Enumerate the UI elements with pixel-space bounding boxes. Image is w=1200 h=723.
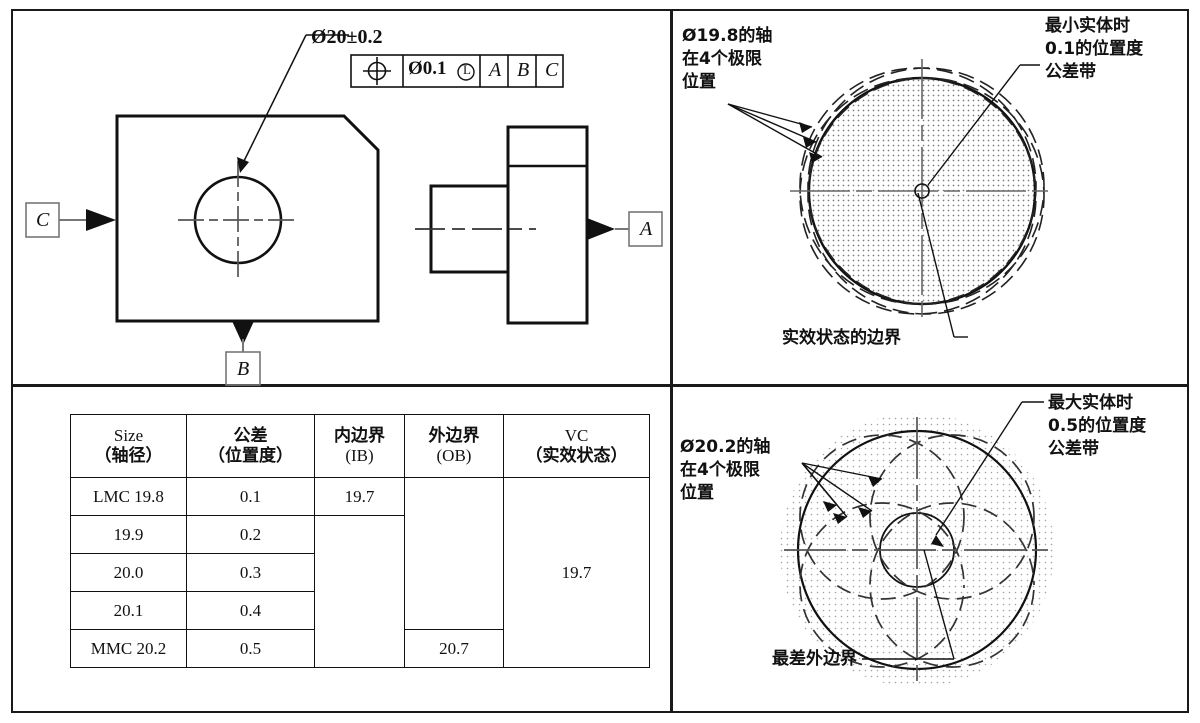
- lmc-right-note-line2: 0.1的位置度: [1045, 39, 1144, 59]
- front-view-outline: [115, 114, 380, 323]
- tolerance-zone-leader: [935, 401, 1023, 536]
- col-header-ob: 外边界 (OB): [404, 414, 504, 478]
- horizontal-divider: [11, 384, 1189, 387]
- fcf-datum-b: B: [517, 59, 530, 81]
- position-symbol-icon: [363, 57, 391, 85]
- col-header-ib: 内边界 (IB): [314, 414, 405, 478]
- boundary-values-table: Size （轴径） 公差 （位置度） 内边界 (IB) 外边界 (OB): [70, 414, 650, 668]
- col-header-vc: VC （实效状态）: [503, 414, 650, 478]
- cell-size: 20.0: [70, 553, 187, 592]
- col-header-vc-line2: （实效状态）: [525, 446, 628, 466]
- side-view-plate: [506, 125, 589, 325]
- extreme-position-shaft-3: [799, 502, 965, 668]
- col-header-ob-line2: (OB): [436, 446, 472, 465]
- mmc-left-note-line3: 位置: [680, 483, 714, 503]
- mmc-right-note-line1: 最大实体时: [1048, 393, 1133, 413]
- fcf-tolerance-value: Ø0.1: [408, 58, 447, 79]
- cell-tolerance: 0.5: [186, 629, 315, 668]
- virtual-condition-note: 实效状态的边界: [782, 328, 901, 348]
- mmc-right-note-line2: 0.5的位置度: [1048, 416, 1147, 436]
- datum-a-label: A: [640, 218, 653, 240]
- lmc-right-note-line1: 最小实体时: [1045, 16, 1130, 36]
- extreme-position-shaft-2: [807, 67, 1045, 305]
- cell-tolerance: 0.3: [186, 553, 315, 592]
- fcf-datum-c: C: [545, 59, 559, 81]
- col-header-tolerance-line1: 公差: [233, 425, 268, 446]
- datum-b-symbol: [225, 321, 261, 386]
- cell-ib: 19.7: [314, 477, 405, 516]
- virtual-condition-leader: [917, 192, 955, 338]
- extreme-position-shaft-1: [799, 434, 965, 600]
- lmc-left-note-line2: 在4个极限: [682, 49, 762, 69]
- fcf-material-modifier: L: [463, 62, 471, 77]
- outer-border: [11, 9, 1189, 713]
- lmc-left-note-line3: 位置: [682, 72, 716, 92]
- extreme-position-shaft-4: [869, 502, 1035, 668]
- datum-c-symbol: [25, 202, 116, 238]
- extreme-position-shaft-2: [869, 434, 1035, 600]
- cell-size: MMC 20.2: [70, 629, 187, 668]
- col-header-tolerance-line2: （位置度）: [208, 446, 293, 466]
- table-header-row: Size （轴径） 公差 （位置度） 内边界 (IB) 外边界 (OB): [70, 414, 650, 478]
- vertical-divider: [670, 9, 673, 713]
- datum-a-symbol: [587, 211, 663, 247]
- col-header-vc-line1: VC: [564, 425, 589, 445]
- feature-control-frame: [350, 54, 564, 88]
- cell-tolerance: 0.4: [186, 591, 315, 630]
- table-row: 20.0 0.3: [70, 553, 650, 592]
- datum-b-arrow: [232, 321, 254, 345]
- extreme-positions-leader-group: [801, 462, 883, 524]
- col-header-ib-line2: (IB): [345, 446, 374, 465]
- col-header-ob-line1: 外边界: [428, 425, 480, 446]
- datum-c-label: C: [36, 209, 50, 231]
- lmc-right-note-line3: 公差带: [1045, 62, 1096, 82]
- quadrant-top-left: Ø20±0.2 Ø0.1 L A B C C A B: [11, 9, 670, 386]
- col-header-size: Size （轴径）: [70, 414, 187, 478]
- col-header-size-line2: （轴径）: [94, 446, 163, 466]
- quadrant-bottom-right: Ø20.2的轴 在4个极限 位置 最大实体时 0.5的位置度 公差带 最差外边界: [672, 387, 1189, 713]
- tolerance-zone-leader-arrow: [931, 535, 944, 547]
- cell-ob: 20.7: [404, 629, 504, 668]
- datum-a-arrow: [587, 218, 615, 240]
- mmc-zone-diagram-svg: [780, 401, 1054, 687]
- mmc-left-note-line1: Ø20.2的轴: [680, 437, 771, 457]
- datum-c-arrow: [86, 209, 116, 231]
- quadrant-top-right: Ø19.8的轴 在4个极限 位置 最小实体时 0.1的位置度 公差带 实效状态的…: [672, 9, 1189, 384]
- table-row: LMC 19.8 0.1 19.7 19.7: [70, 477, 650, 668]
- cell-tolerance: 0.1: [186, 477, 315, 516]
- mmc-right-note-line3: 公差带: [1048, 439, 1099, 459]
- position-tolerance-zone: [914, 183, 930, 199]
- cell-ob-merged: [404, 477, 504, 630]
- lmc-modifier-icon: [457, 63, 475, 81]
- dimension-leader-line: [243, 34, 307, 162]
- dimension-leader-arrow: [237, 157, 249, 173]
- col-header-tolerance: 公差 （位置度）: [186, 414, 315, 478]
- tolerance-zone-leader: [927, 64, 1021, 186]
- cell-size: 19.9: [70, 515, 187, 554]
- mmc-left-note-line2: 在4个极限: [680, 460, 760, 480]
- worst-outer-boundary-leader: [923, 549, 955, 660]
- worst-outer-boundary-note: 最差外边界: [772, 649, 857, 669]
- cell-size: 20.1: [70, 591, 187, 630]
- col-header-ib-line1: 内边界: [334, 425, 385, 446]
- cell-vc-merged: 19.7: [503, 477, 650, 668]
- lmc-left-note-line1: Ø19.8的轴: [682, 26, 773, 46]
- fcf-datum-a: A: [489, 59, 502, 81]
- extreme-position-shaft-4: [807, 77, 1045, 315]
- extreme-position-shaft-3: [799, 77, 1037, 315]
- extreme-positions-leader-group: [727, 103, 823, 163]
- lmc-zone-diagram-svg: [727, 59, 1054, 338]
- table-row: MMC 20.2 0.5 20.7: [70, 629, 650, 668]
- cell-tolerance: 0.2: [186, 515, 315, 554]
- diameter-dimension-label: Ø20±0.2: [311, 26, 383, 48]
- cell-ib-merged: [314, 515, 405, 668]
- part-drawing-svg: [25, 34, 663, 386]
- table-row: 20.1 0.4: [70, 591, 650, 630]
- col-header-size-line1: Size: [113, 425, 144, 445]
- datum-b-label: B: [237, 358, 250, 380]
- table-row: 19.9 0.2: [70, 515, 650, 668]
- cell-size: LMC 19.8: [70, 477, 187, 516]
- quadrant-bottom-left: Size （轴径） 公差 （位置度） 内边界 (IB) 外边界 (OB): [11, 387, 670, 713]
